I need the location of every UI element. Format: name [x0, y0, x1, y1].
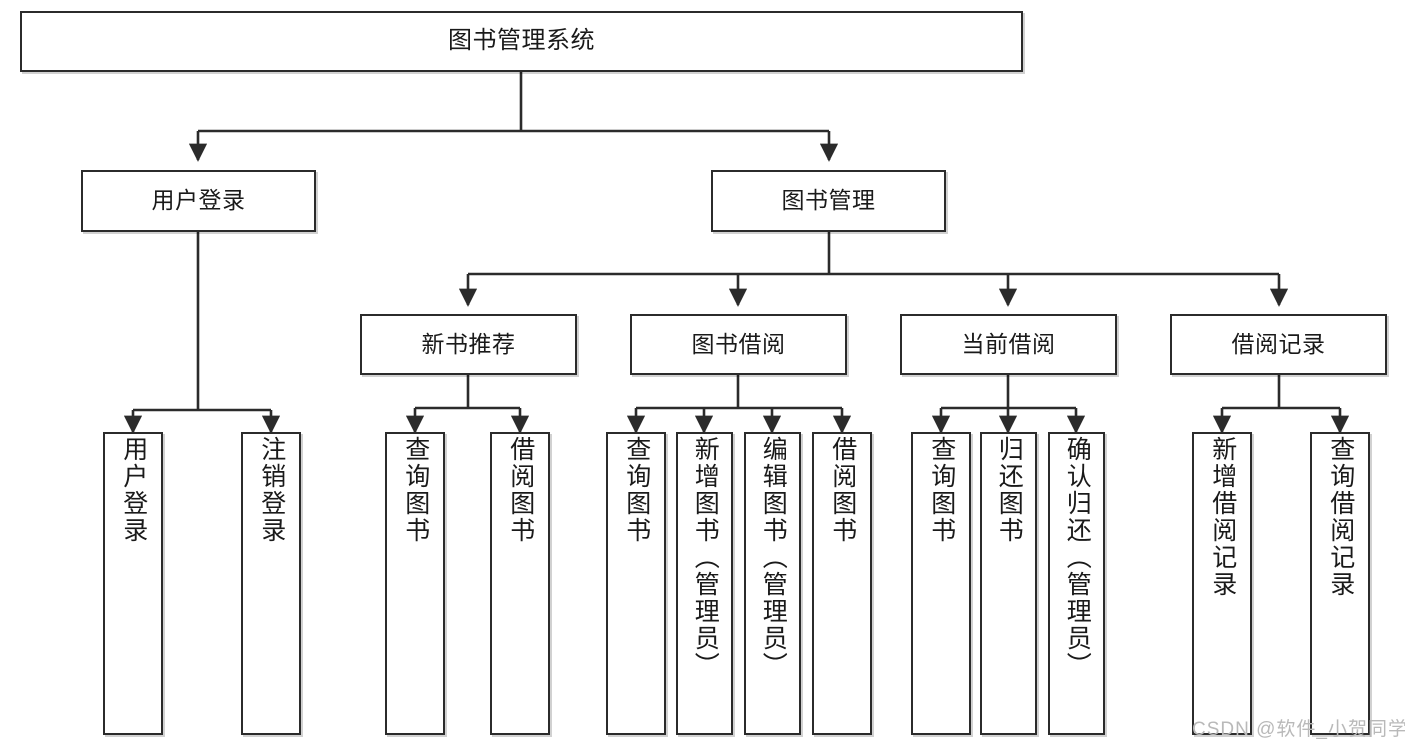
- node-leaf-cb-query-book[interactable]: 查询图书: [911, 432, 971, 735]
- node-leaf-cb-return-book-label: 归还图书: [995, 436, 1024, 544]
- node-leaf-bb-add-book-label: 新增图书（管理员）: [691, 436, 720, 679]
- node-new-book-recommend[interactable]: 新书推荐: [360, 314, 577, 375]
- node-leaf-user-login[interactable]: 用户登录: [103, 432, 163, 735]
- node-leaf-cb-return-book[interactable]: 归还图书: [980, 432, 1037, 735]
- node-leaf-bb-query-book-label: 查询图书: [622, 436, 651, 544]
- node-leaf-cb-query-book-label: 查询图书: [927, 436, 956, 544]
- node-book-borrow-label: 图书借阅: [691, 330, 786, 357]
- node-leaf-br-query-record-label: 查询借阅记录: [1326, 436, 1355, 598]
- node-root[interactable]: 图书管理系统: [20, 11, 1023, 72]
- node-leaf-rec-borrow-book-label: 借阅图书: [506, 436, 535, 544]
- node-leaf-br-add-record-label: 新增借阅记录: [1208, 436, 1237, 598]
- node-leaf-rec-query-book[interactable]: 查询图书: [385, 432, 445, 735]
- node-book-manage-label: 图书管理: [781, 187, 876, 214]
- node-book-borrow[interactable]: 图书借阅: [630, 314, 847, 375]
- node-leaf-br-query-record[interactable]: 查询借阅记录: [1310, 432, 1370, 735]
- node-leaf-bb-borrow-book-label: 借阅图书: [828, 436, 857, 544]
- node-current-borrow-label: 当前借阅: [961, 330, 1056, 357]
- node-leaf-rec-borrow-book[interactable]: 借阅图书: [490, 432, 550, 735]
- node-user-login[interactable]: 用户登录: [81, 170, 316, 232]
- node-leaf-bb-edit-book-label: 编辑图书（管理员）: [759, 436, 788, 679]
- node-new-book-recommend-label: 新书推荐: [421, 330, 516, 357]
- node-leaf-br-add-record[interactable]: 新增借阅记录: [1192, 432, 1252, 735]
- node-leaf-user-logout-label: 注销登录: [257, 436, 286, 544]
- node-leaf-rec-query-book-label: 查询图书: [401, 436, 430, 544]
- watermark: CSDN @软件_小贺同学: [1192, 719, 1405, 740]
- node-leaf-cb-confirm-return[interactable]: 确认归还（管理员）: [1048, 432, 1105, 735]
- node-leaf-bb-borrow-book[interactable]: 借阅图书: [812, 432, 872, 735]
- node-root-label: 图书管理系统: [448, 27, 595, 55]
- node-leaf-user-login-label: 用户登录: [119, 436, 148, 544]
- node-leaf-bb-edit-book[interactable]: 编辑图书（管理员）: [744, 432, 801, 735]
- node-leaf-user-logout[interactable]: 注销登录: [241, 432, 301, 735]
- node-book-manage[interactable]: 图书管理: [711, 170, 946, 232]
- node-leaf-bb-query-book[interactable]: 查询图书: [606, 432, 666, 735]
- node-leaf-cb-confirm-return-label: 确认归还（管理员）: [1063, 436, 1092, 679]
- node-user-login-label: 用户登录: [151, 187, 246, 214]
- node-leaf-bb-add-book[interactable]: 新增图书（管理员）: [676, 432, 733, 735]
- node-borrow-record[interactable]: 借阅记录: [1170, 314, 1387, 375]
- node-borrow-record-label: 借阅记录: [1231, 330, 1326, 357]
- node-current-borrow[interactable]: 当前借阅: [900, 314, 1117, 375]
